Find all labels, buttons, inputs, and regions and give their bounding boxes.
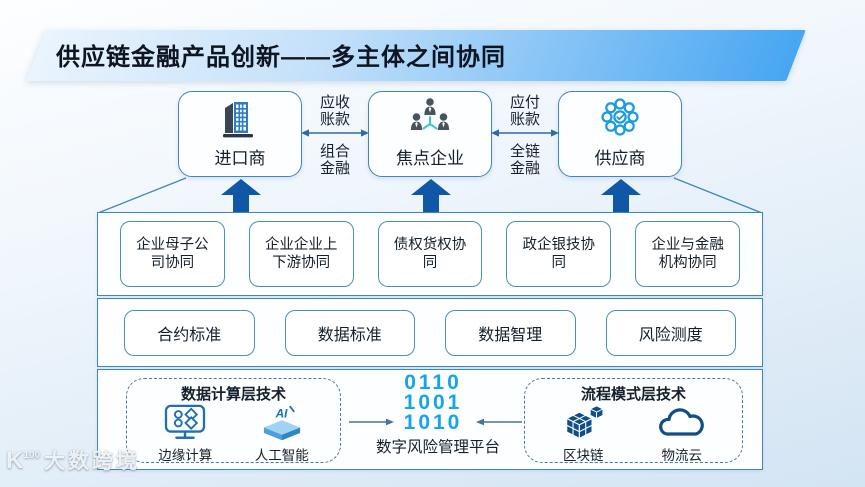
collab-box-gov-bank-tech: 政企银技协同 xyxy=(506,221,612,287)
building-icon xyxy=(223,102,253,138)
flow1-top-label: 应收账款 xyxy=(319,94,350,128)
blockchain-cube-icon xyxy=(565,405,605,440)
up-arrow-icon xyxy=(411,179,451,213)
watermark-text: 大数跨境 xyxy=(44,450,141,473)
watermark-logo-icon: K xyxy=(6,447,24,474)
collab-box-debt-goods-rights: 债权货权协同 xyxy=(377,221,483,287)
entity-importer-label: 进口商 xyxy=(214,149,266,168)
collab-box-parent-subsidiary: 企业母子公司协同 xyxy=(120,221,225,287)
tech-item-blockchain: 区块链 xyxy=(559,404,607,464)
data-computing-layer-box: 数据计算层技术 边缘计算 AI xyxy=(126,378,341,463)
collab-box-upstream-downstream: 企业企业上下游协同 xyxy=(248,221,354,287)
double-arrow-icon xyxy=(491,129,559,137)
entity-focal-enterprise-label: 焦点企业 xyxy=(396,149,464,168)
std-box-data-governance: 数据智理 xyxy=(445,309,576,356)
entity-importer: 进口商 xyxy=(178,91,302,177)
std-box-data-standard: 数据标准 xyxy=(284,309,415,356)
tech-arrows xyxy=(349,418,522,426)
digital-risk-platform-label: 数字风险管理平台 xyxy=(375,439,500,456)
ai-platform-icon: AI xyxy=(263,405,300,441)
standards-section: 合约标准 数据标准 数据智理 风险测度 xyxy=(97,298,763,367)
up-arrow-icon xyxy=(221,179,261,213)
logistics-cloud-icon xyxy=(658,408,704,436)
tech-item-edge-computing: 边缘计算 xyxy=(158,404,212,464)
collaboration-section: 企业母子公司协同 企业企业上下游协同 债权货权协同 政企银技协同 企业与金融机构… xyxy=(97,212,763,296)
edge-computing-label: 边缘计算 xyxy=(158,448,213,463)
flow2-top-label: 应付账款 xyxy=(509,94,540,128)
blockchain-label: 区块链 xyxy=(563,448,604,463)
process-pattern-layer-title: 流程模式层技术 xyxy=(580,386,686,403)
technology-section: 数据计算层技术 边缘计算 AI xyxy=(97,369,763,470)
tech-item-ai: AI 人工智能 xyxy=(255,404,309,464)
logistics-cloud-label: 物流云 xyxy=(661,448,703,463)
std-box-contract-standard: 合约标准 xyxy=(124,309,255,356)
flow1-bottom-label: 组合金融 xyxy=(319,143,350,177)
org-people-icon xyxy=(410,98,450,130)
binary-digits: 0110 1001 1010 xyxy=(403,371,463,434)
ai-label: 人工智能 xyxy=(254,448,309,463)
watermark: K 100 大数跨境 xyxy=(6,447,141,474)
collab-box-financial-institution: 企业与金融机构协同 xyxy=(635,221,740,287)
edge-computing-monitor-icon xyxy=(165,404,206,439)
entity-focal-enterprise: 焦点企业 xyxy=(368,91,492,177)
entity-supplier-label: 供应商 xyxy=(594,149,646,168)
flow2-bottom-label: 全链金融 xyxy=(509,143,540,177)
tech-item-logistics-cloud: 物流云 xyxy=(656,404,708,464)
process-pattern-layer-box: 流程模式层技术 xyxy=(524,378,743,463)
double-arrow-icon xyxy=(301,129,369,137)
up-arrow-icon xyxy=(601,179,641,213)
entity-supplier: 供应商 xyxy=(558,91,682,177)
svg-text:AI: AI xyxy=(274,408,287,421)
std-box-risk-measure: 风险测度 xyxy=(605,309,736,356)
network-cluster-icon xyxy=(601,98,639,136)
page-title: 供应链金融产品创新——多主体之间协同 xyxy=(56,44,506,71)
data-computing-layer-title: 数据计算层技术 xyxy=(180,386,286,403)
